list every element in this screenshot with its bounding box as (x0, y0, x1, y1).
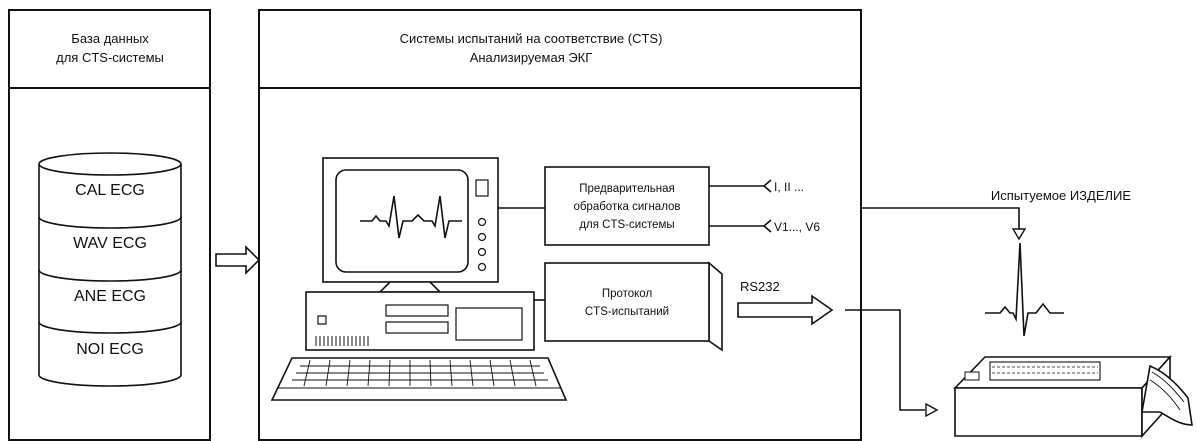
limb-leads-label: I, II ... (774, 180, 804, 194)
preprocessing-line1: Предварительная (579, 183, 675, 195)
ecg-set-cal: CAL ECG (75, 182, 145, 199)
cts-title-line2: Анализируемая ЭКГ (470, 50, 593, 65)
monitor-ecg-trace (360, 195, 462, 239)
database-title-line2: для CTS-системы (56, 50, 164, 65)
output-line-to-recorder (845, 309, 925, 411)
recorder-input-marker-icon (925, 402, 939, 418)
signal-line-to-device (861, 207, 1020, 236)
protocol-line1: Протокол (602, 288, 652, 300)
preprocessing-box: Предварительная обработка сигналов для C… (544, 166, 710, 246)
device-ecg-trace (985, 242, 1064, 337)
computer-workstation-icon (270, 157, 568, 401)
rs232-label: RS232 (740, 279, 780, 294)
chest-leads-label: V1..., V6 (774, 220, 820, 234)
cts-title-line1: Системы испытаний на соответствие (CTS) (400, 31, 663, 46)
rs232-arrow (737, 294, 834, 326)
ecg-recorder-icon (953, 354, 1193, 439)
protocol-line2: CTS-испытаний (585, 306, 669, 318)
lead-connectors (709, 179, 772, 233)
protocol-box: Протокол CTS-испытаний (534, 261, 723, 352)
ecg-set-wav: WAV ECG (73, 235, 147, 252)
database-title-line1: База данных (71, 31, 149, 46)
preprocessing-line2: обработка сигналов (573, 201, 680, 213)
signal-input-marker-icon (1011, 228, 1027, 241)
device-under-test-label: Испытуемое ИЗДЕЛИЕ (991, 188, 1131, 203)
database-panel: База данных для CTS-системы (8, 9, 211, 441)
database-cylinder-icon (38, 152, 182, 387)
data-flow-arrow (215, 245, 261, 275)
cts-panel: Системы испытаний на соответствие (CTS) … (258, 9, 862, 441)
ecg-set-noi: NOI ECG (76, 341, 144, 358)
preprocessing-line3: для CTS-системы (579, 219, 674, 231)
ecg-set-ane: ANE ECG (74, 288, 146, 305)
